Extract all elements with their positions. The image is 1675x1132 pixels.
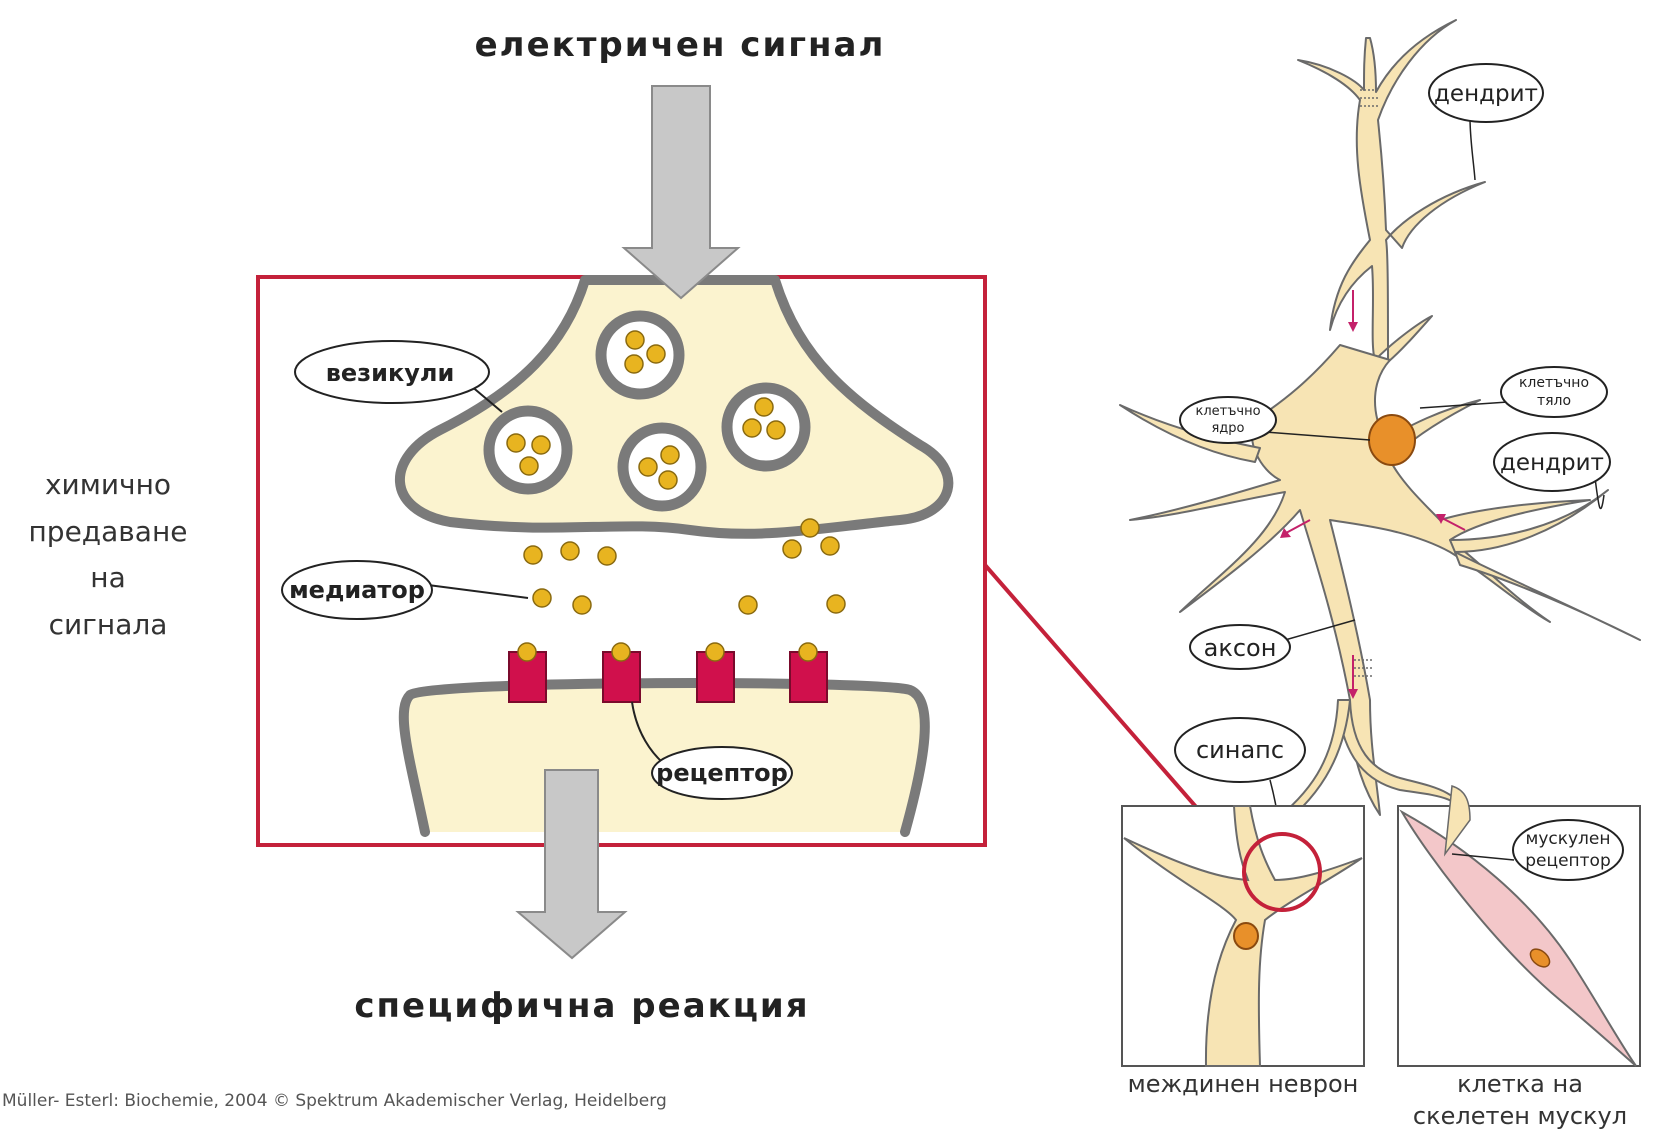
side-label: химично предаване на сигнала <box>28 468 187 641</box>
label-nucleus-1: клетъчно <box>1195 404 1260 419</box>
side-label-line-3: на <box>90 561 125 594</box>
interneuron-panel: междинен неврон <box>1122 806 1364 1098</box>
nucleus <box>1369 415 1415 465</box>
label-nucleus-2: ядро <box>1211 421 1244 436</box>
label-dendrite-top: дендрит <box>1434 81 1538 107</box>
label-vesicles: везикули <box>326 359 455 387</box>
receptor <box>509 643 546 702</box>
vesicle <box>623 428 701 506</box>
label-axon: аксон <box>1204 634 1277 662</box>
vesicle <box>601 316 679 394</box>
label-muscle-cell-1: клетка на <box>1457 1070 1583 1098</box>
side-label-line-1: химично <box>45 468 171 501</box>
title-specific-reaction: специфична реакция <box>354 986 809 1026</box>
receptor <box>790 643 827 702</box>
muscle-cell-panel: мускулен рецептор клетка на скелетен мус… <box>1398 786 1640 1130</box>
label-interneuron: междинен неврон <box>1128 1070 1359 1098</box>
label-mediator: медиатор <box>289 576 425 604</box>
label-cell-body-1: клетъчно <box>1519 375 1589 391</box>
label-cell-body-2: тяло <box>1537 393 1571 409</box>
side-label-line-2: предаване <box>28 515 187 548</box>
vesicle <box>727 388 805 466</box>
label-synapse: синапс <box>1196 736 1284 764</box>
vesicle <box>489 411 567 489</box>
label-muscle-receptor-1: мускулен <box>1526 829 1611 849</box>
label-muscle-receptor-2: рецептор <box>1525 851 1611 871</box>
title-electric-signal: електричен сигнал <box>475 25 886 65</box>
side-label-line-4: сигнала <box>49 608 168 641</box>
callout-dendrite-right: дендрит <box>1494 433 1610 509</box>
synapse-box: везикули медиатор рецептор <box>258 277 985 958</box>
callout-axon: аксон <box>1190 620 1355 669</box>
credit-line: Müller- Esterl: Biochemie, 2004 © Spektr… <box>2 1091 667 1111</box>
signal-arrow <box>624 86 738 298</box>
label-receptor: рецептор <box>656 759 788 787</box>
receptor <box>697 643 734 702</box>
label-muscle-cell-2: скелетен мускул <box>1413 1102 1627 1130</box>
receptor <box>603 643 640 702</box>
label-dendrite-right: дендрит <box>1500 450 1604 476</box>
callout-dendrite-top: дендрит <box>1429 64 1543 180</box>
